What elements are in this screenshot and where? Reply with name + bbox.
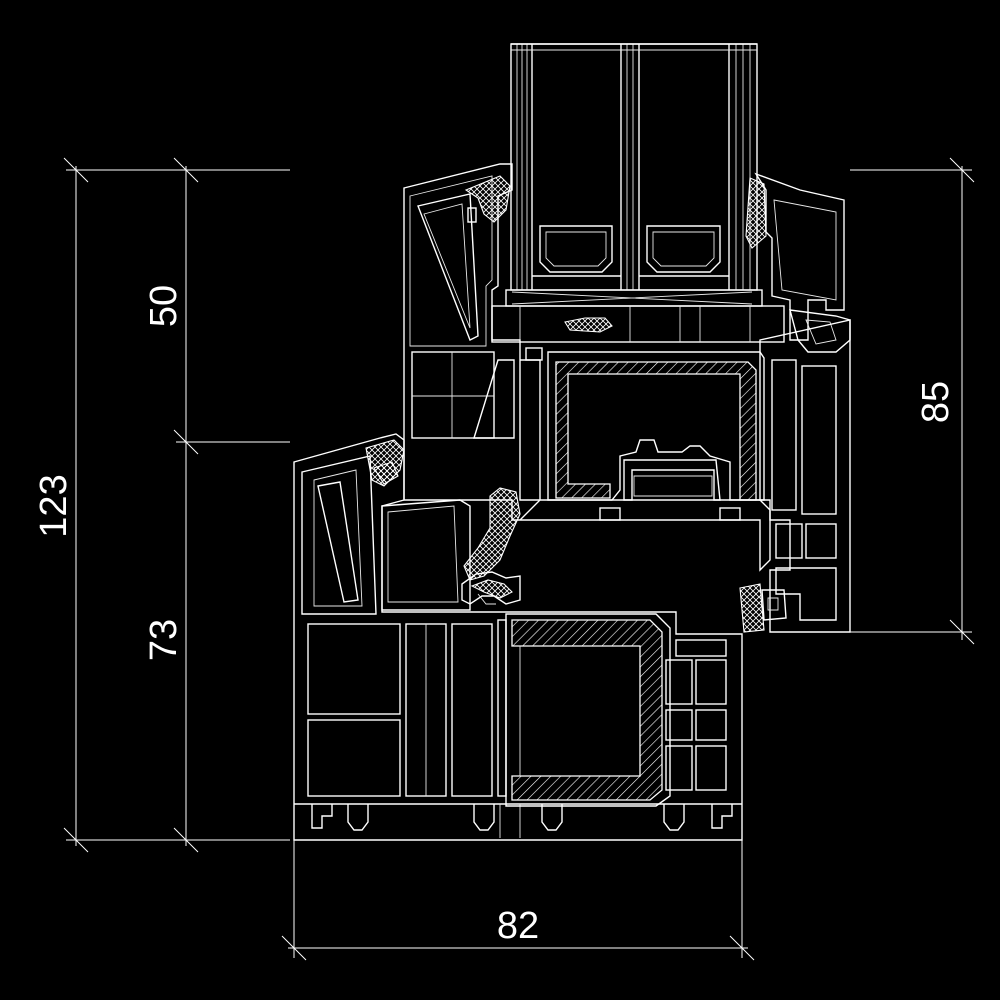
- sash-height-dimension: 50: [143, 285, 185, 327]
- center-gaskets: [381, 487, 521, 611]
- main-frame: [293, 433, 743, 841]
- frame-reinforcement: [505, 613, 671, 807]
- overall-height-dimension: 123: [33, 474, 75, 537]
- frame-right-upper: [739, 319, 851, 633]
- glazing-unit: [491, 43, 785, 343]
- sash-reinforcement: [519, 347, 765, 521]
- right-height-dimension: 85: [915, 381, 957, 423]
- dimension-lines: [63, 157, 975, 961]
- bottom-width-dimension: 82: [497, 905, 539, 947]
- frame-height-dimension: 73: [143, 619, 185, 661]
